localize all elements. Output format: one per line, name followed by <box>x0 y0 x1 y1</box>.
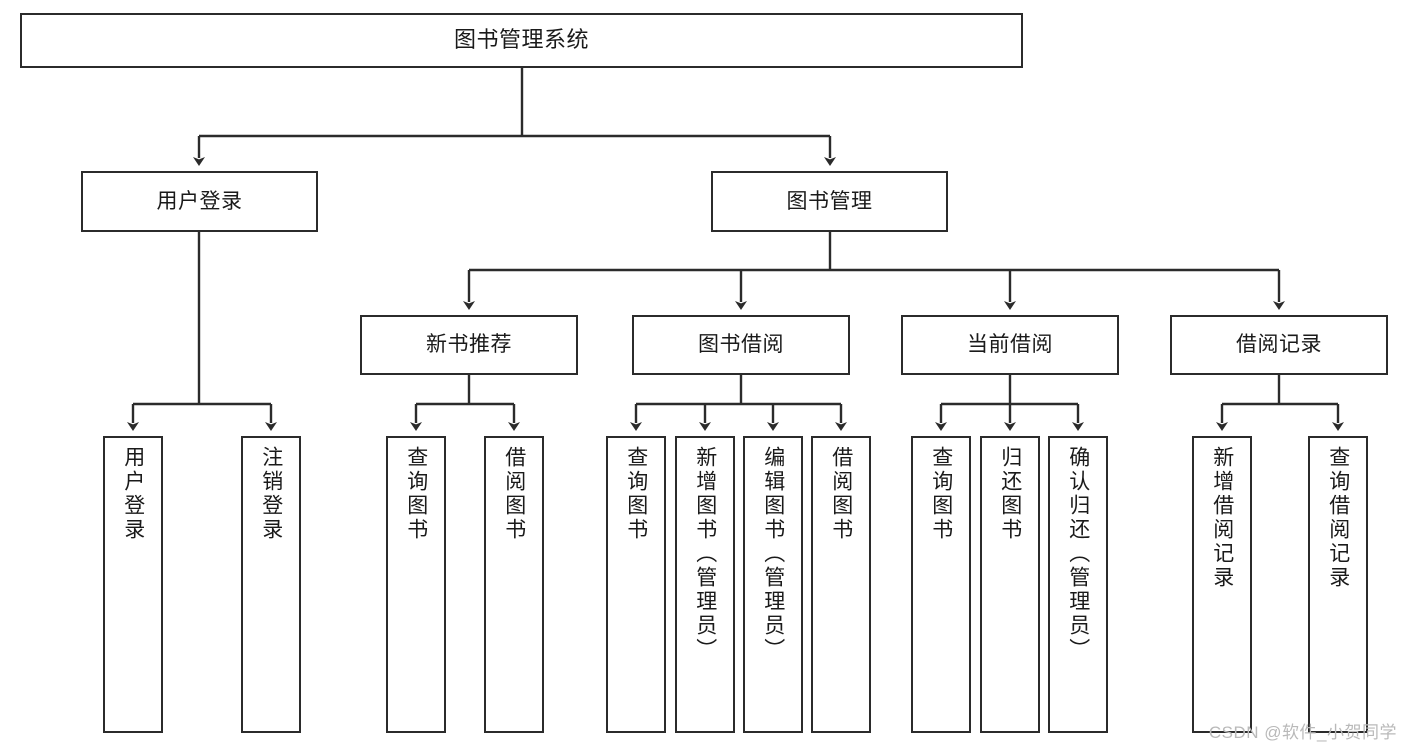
node-leaf-query-book-current[interactable]: 查询图书 <box>911 436 971 733</box>
node-label: 用户登录 <box>156 189 243 213</box>
node-label: 借阅记录 <box>1236 333 1322 357</box>
node-label: 借阅图书 <box>502 446 526 542</box>
node-leaf-query-book-borrow[interactable]: 查询图书 <box>606 436 666 733</box>
node-user-login[interactable]: 用户登录 <box>81 171 318 232</box>
node-label: 归还图书 <box>998 446 1022 542</box>
node-label: 查询借阅记录 <box>1326 446 1350 590</box>
node-label: 注销登录 <box>259 446 283 542</box>
node-leaf-query-borrow-record[interactable]: 查询借阅记录 <box>1308 436 1368 733</box>
node-leaf-borrow-book-rec[interactable]: 借阅图书 <box>484 436 544 733</box>
node-label: 图书管理系统 <box>453 27 589 53</box>
node-leaf-add-borrow-record[interactable]: 新增借阅记录 <box>1192 436 1252 733</box>
node-label: 借阅图书 <box>829 446 853 542</box>
node-current-borrowing[interactable]: 当前借阅 <box>901 315 1119 375</box>
node-label: 查询图书 <box>929 446 953 542</box>
node-label: 新书推荐 <box>426 333 512 357</box>
node-label: 确认归还（管理员） <box>1066 446 1090 662</box>
node-leaf-query-book-rec[interactable]: 查询图书 <box>386 436 446 733</box>
node-leaf-return-book[interactable]: 归还图书 <box>980 436 1040 733</box>
node-root-book-management-system[interactable]: 图书管理系统 <box>20 13 1023 68</box>
csdn-watermark: CSDN @软件_小贺同学 <box>1208 723 1397 742</box>
node-leaf-user-login[interactable]: 用户登录 <box>103 436 163 733</box>
node-label: 查询图书 <box>404 446 428 542</box>
node-label: 编辑图书（管理员） <box>761 446 785 662</box>
node-new-book-recommendation[interactable]: 新书推荐 <box>360 315 578 375</box>
node-leaf-add-book-admin[interactable]: 新增图书（管理员） <box>675 436 735 733</box>
node-leaf-borrow-book[interactable]: 借阅图书 <box>811 436 871 733</box>
node-leaf-logout[interactable]: 注销登录 <box>241 436 301 733</box>
node-label: 图书管理 <box>786 189 873 213</box>
node-leaf-confirm-return-admin[interactable]: 确认归还（管理员） <box>1048 436 1108 733</box>
node-label: 查询图书 <box>624 446 648 542</box>
node-label: 新增借阅记录 <box>1210 446 1234 590</box>
node-leaf-edit-book-admin[interactable]: 编辑图书（管理员） <box>743 436 803 733</box>
node-label: 图书借阅 <box>698 333 784 357</box>
node-book-management[interactable]: 图书管理 <box>711 171 948 232</box>
node-borrowing-records[interactable]: 借阅记录 <box>1170 315 1388 375</box>
node-label: 用户登录 <box>121 446 145 542</box>
node-book-borrowing[interactable]: 图书借阅 <box>632 315 850 375</box>
node-label: 当前借阅 <box>967 333 1053 357</box>
node-label: 新增图书（管理员） <box>693 446 717 662</box>
